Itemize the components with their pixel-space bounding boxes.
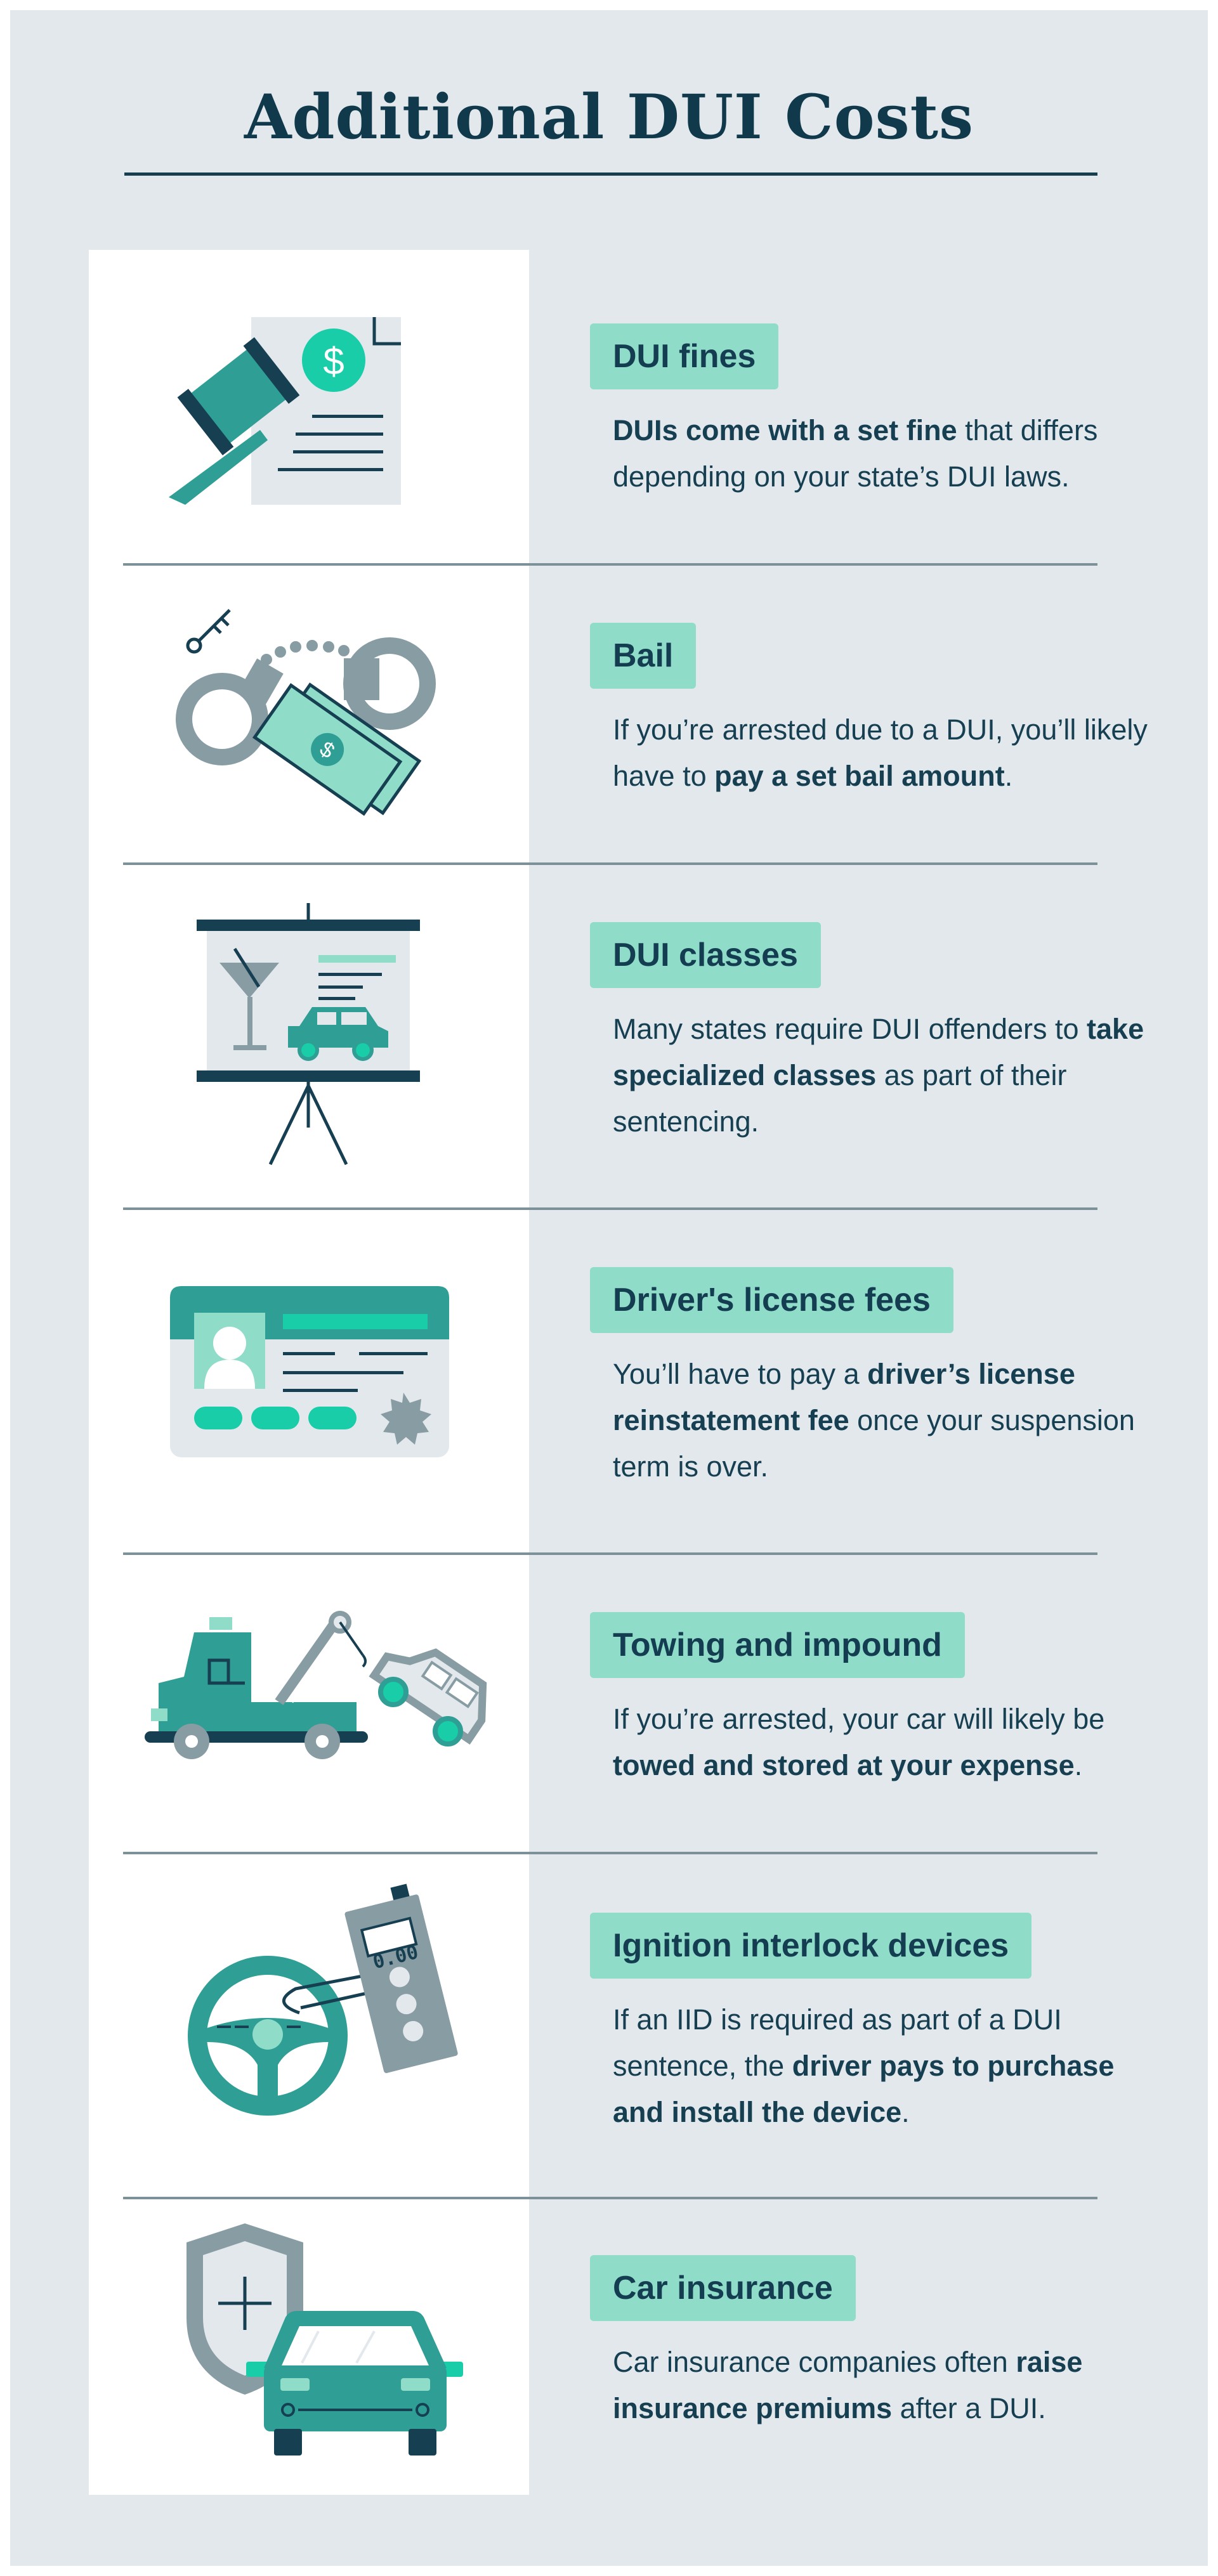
desc-text: If you’re arrested due to a DUI, you’ll … [613, 713, 1148, 792]
gavel-invoice-icon: $ [160, 303, 419, 512]
desc-dui-classes: Many states require DUI offenders to tak… [613, 1006, 1171, 1145]
handcuffs-money-icon: $ [160, 589, 462, 817]
section-divider [123, 1852, 1097, 1854]
desc-text: as part of their sentencing. [613, 1059, 1067, 1138]
label-towing-and-impound: Towing and impound [590, 1612, 965, 1678]
desc-text: . [1074, 1749, 1083, 1781]
label-bail: Bail [590, 623, 697, 689]
desc-text: raise insurance premiums [613, 2346, 1083, 2424]
tow-truck-icon [140, 1607, 495, 1762]
label-dui-classes: DUI classes [590, 922, 821, 988]
desc-towing-and-impound: If you’re arrested, your car will likely… [613, 1696, 1171, 1788]
label-ignition-interlock-devices: Ignition interlock devices [590, 1913, 1032, 1979]
label-drivers-license-fees: Driver's license fees [590, 1267, 953, 1333]
desc-ignition-interlock-devices: If an IID is required as part of a DUI s… [613, 1996, 1171, 2135]
desc-text: If you’re arrested, your car will likely… [613, 1703, 1105, 1735]
label-dui-fines: DUI fines [590, 323, 779, 389]
presentation-board-icon [194, 902, 422, 1168]
section-divider [123, 862, 1097, 865]
infographic-page: Additional DUI Costs $ DUI fines DUIs c [10, 10, 1208, 2566]
desc-text: . [1004, 760, 1013, 792]
desc-text: once your suspension term is over. [613, 1404, 1135, 1483]
desc-text: DUIs come with a set fine [613, 414, 957, 446]
desc-text: You’ll have to pay a [613, 1358, 868, 1390]
section-divider [123, 563, 1097, 566]
section-divider [123, 1207, 1097, 1210]
desc-text: driver’s license reinstatement fee [613, 1358, 1075, 1436]
label-car-insurance: Car insurance [590, 2255, 856, 2321]
license-card-icon [169, 1285, 450, 1460]
desc-text: take specialized classes [613, 1013, 1144, 1091]
desc-car-insurance: Car insurance companies often raise insu… [613, 2339, 1171, 2431]
steering-breathalyzer-icon: 0.00 [166, 1881, 468, 2132]
shield-car-icon [185, 2222, 464, 2457]
desc-dui-fines: DUIs come with a set fine that differs d… [613, 407, 1171, 500]
desc-text: . [901, 2096, 910, 2128]
desc-text: pay a set bail amount [714, 760, 1005, 792]
desc-bail: If you’re arrested due to a DUI, you’ll … [613, 706, 1171, 799]
svg-text:$: $ [323, 340, 344, 382]
desc-text: towed and stored at your expense [613, 1749, 1075, 1781]
title-underline [124, 172, 1097, 176]
section-divider [123, 2197, 1097, 2199]
desc-drivers-license-fees: You’ll have to pay a driver’s license re… [613, 1351, 1171, 1490]
desc-text: Car insurance companies often [613, 2346, 1016, 2378]
page-title: Additional DUI Costs [244, 81, 974, 153]
desc-text: If an IID is required as part of a DUI s… [613, 2003, 1062, 2082]
desc-text: after a DUI. [892, 2392, 1046, 2424]
desc-text: Many states require DUI offenders to [613, 1013, 1087, 1045]
section-divider [123, 1552, 1097, 1555]
desc-text: that differs depending on your state’s D… [613, 414, 1098, 493]
desc-text: driver pays to purchase and install the … [613, 2050, 1115, 2128]
